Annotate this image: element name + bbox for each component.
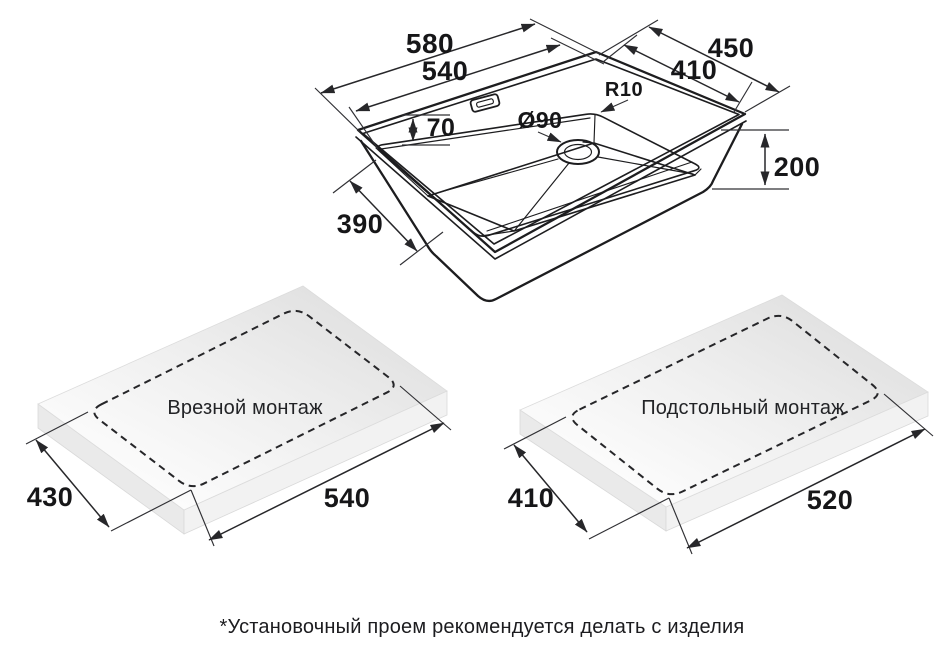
dimension-flush-width: 430: [25, 411, 192, 532]
dim-bowl-length-label: 540: [422, 56, 469, 86]
sink-crease-left: [429, 158, 559, 196]
dim-flush-length-label: 540: [324, 483, 371, 513]
under-mount-label: Подстольный монтаж: [641, 397, 845, 419]
dimension-side-width: 390: [332, 159, 444, 266]
drain-icon: [556, 139, 600, 165]
dim-side-width-label: 390: [337, 209, 384, 239]
sink-wall-fold-back: [593, 114, 596, 144]
flush-slab-top-face: [37, 285, 448, 511]
sink-crease-right: [597, 156, 694, 175]
under-mount-template: Подстольный монтаж 410 520: [503, 294, 934, 555]
overflow-slot-icon: [469, 93, 501, 113]
dimension-flush-length: 540: [190, 385, 452, 547]
footnote: *Установочный проем рекомендуется делать…: [220, 616, 745, 638]
dimension-bowl-width: 410: [602, 34, 753, 113]
sink-crease-front: [514, 162, 570, 231]
dimension-rear-ledge: 70: [402, 114, 456, 146]
dimension-depth: 200: [712, 129, 821, 190]
under-cutout-outline: [571, 314, 879, 496]
dim-bowl-width-label: 410: [671, 55, 718, 85]
sink-bowl-opening-inset-front: [486, 161, 693, 232]
dim-rear-ledge-label: 70: [427, 114, 456, 142]
dimension-bowl-length: 540: [348, 37, 605, 150]
dimension-corner-radius: R10: [600, 79, 643, 113]
dimension-drain: Ø90: [518, 107, 563, 143]
sink-bowl-opening-inset-back: [380, 117, 591, 150]
sink-wall-fold-right: [694, 168, 702, 176]
sink-wall-fold-front: [480, 230, 515, 237]
dim-outer-length-label: 580: [406, 28, 454, 59]
sink-wall-fold-left: [375, 147, 429, 197]
flush-mount-label: Врезной монтаж: [167, 397, 323, 419]
sink-isometric-view: [355, 50, 747, 303]
sink-dimensions: 580 540 450 410 70: [314, 18, 821, 266]
sink-body-outline: [359, 122, 744, 303]
dimension-under-length: 520: [668, 393, 934, 555]
dim-drain-label: Ø90: [518, 107, 563, 133]
flush-mount-template: Врезной монтаж 430 540: [25, 285, 452, 547]
dim-under-length-label: 520: [807, 485, 854, 515]
dim-corner-radius-label: R10: [605, 79, 643, 101]
sink-bowl-opening: [377, 113, 700, 237]
flush-cutout-outline: [93, 309, 395, 488]
dim-flush-width-label: 430: [27, 482, 74, 512]
dimension-under-width: 410: [503, 416, 670, 540]
dim-under-width-label: 410: [508, 483, 555, 513]
sink-rim-underside: [355, 120, 747, 260]
dim-depth-label: 200: [774, 152, 821, 182]
